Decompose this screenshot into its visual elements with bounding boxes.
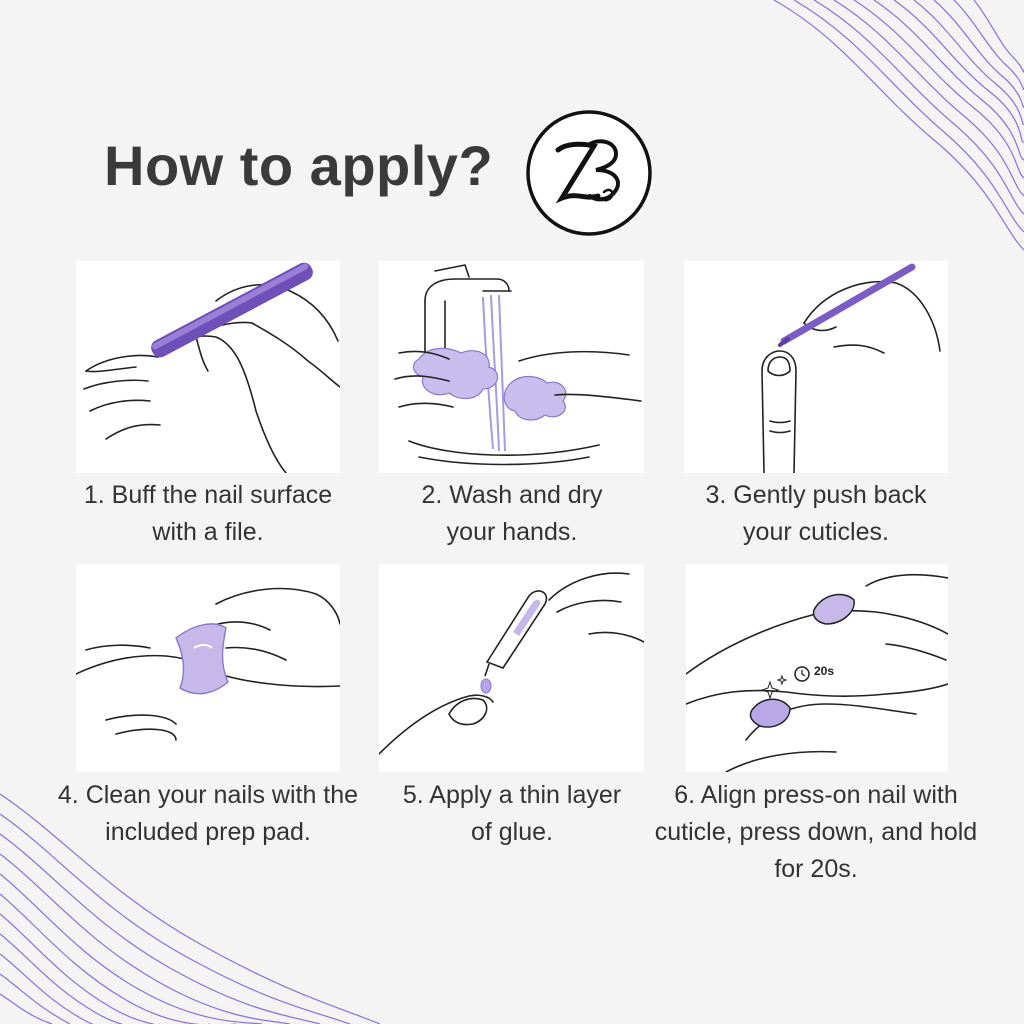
step-5-illustration xyxy=(379,564,644,772)
step-1-caption-line-2: with a file. xyxy=(152,518,264,546)
step-3-caption-line-2: your cuticles. xyxy=(743,518,889,546)
step-5-caption: 5. Apply a thin layer of glue. xyxy=(342,777,682,851)
step-3-illustration xyxy=(684,261,948,473)
decorative-waves-top-right xyxy=(773,0,1024,251)
step-2-illustration xyxy=(379,261,644,473)
step-2-caption-line-2: your hands. xyxy=(446,518,578,546)
step-1-illustration xyxy=(76,261,340,473)
step-4-caption-line-2: included prep pad. xyxy=(105,818,311,846)
step-5-caption-line-1: 5. Apply a thin layer xyxy=(402,781,622,809)
step-2-caption-line-1: 2. Wash and dry xyxy=(421,481,603,509)
nail-file-buffing-icon xyxy=(83,262,340,473)
hand-washing-icon xyxy=(394,264,642,466)
step-6-caption-line-3: for 20s. xyxy=(774,855,858,883)
step-6-illustration: 20s xyxy=(686,564,948,772)
step-1-caption: 1. Buff the nail surface with a file. xyxy=(40,477,376,551)
step-3-caption-line-1: 3. Gently push back xyxy=(705,481,927,509)
cuticle-pusher-icon xyxy=(761,263,941,473)
step-3-caption: 3. Gently push back your cuticles. xyxy=(646,477,986,551)
timer-label: 20s xyxy=(814,664,835,678)
prep-pad-icon xyxy=(76,587,340,741)
glue-bottle-icon xyxy=(379,572,644,755)
page-title: How to apply? xyxy=(104,134,494,197)
step-6-caption-line-2: cuticle, press down, and hold xyxy=(654,818,978,846)
step-4-caption: 4. Clean your nails with the included pr… xyxy=(36,777,380,851)
step-2-caption: 2. Wash and dry your hands. xyxy=(342,477,682,551)
step-4-caption-line-1: 4. Clean your nails with the xyxy=(57,781,359,809)
zb-monogram-logo-icon xyxy=(526,110,652,236)
step-5-caption-line-2: of glue. xyxy=(470,818,553,846)
step-6-caption-line-1: 6. Align press-on nail with xyxy=(674,781,958,809)
step-4-illustration xyxy=(76,564,340,772)
press-on-nail-icon xyxy=(686,573,948,772)
step-6-caption: 6. Align press-on nail with cuticle, pre… xyxy=(640,777,992,888)
step-1-caption-line-1: 1. Buff the nail surface xyxy=(83,481,333,509)
